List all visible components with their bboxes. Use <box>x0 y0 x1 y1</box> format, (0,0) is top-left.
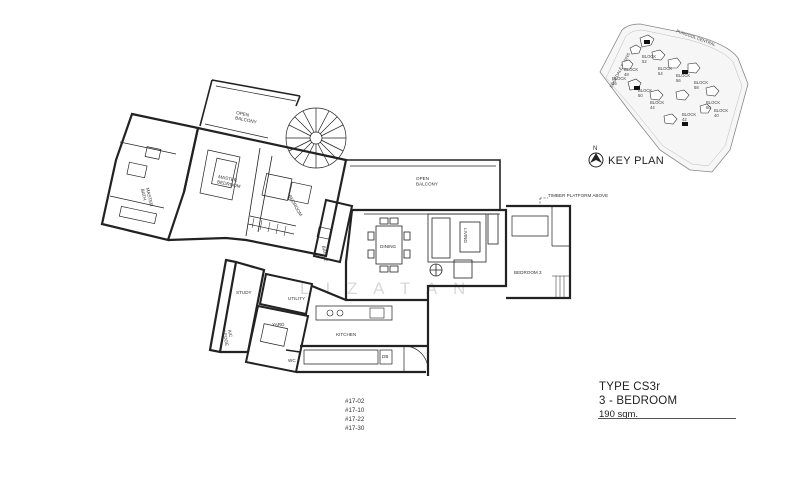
bedrooms-walls <box>167 126 348 258</box>
room-labels: OPENBALCONY MASTERBEDROOM BEDROOM MASTER… <box>140 110 608 363</box>
room-label-master-bath: MASTERBATH <box>140 187 154 209</box>
svg-text:N: N <box>593 146 597 152</box>
service-area-walls <box>208 258 266 354</box>
floor-plan <box>100 79 572 376</box>
key-plan-blocks <box>621 34 720 125</box>
unit-number: #17-22 <box>345 416 365 423</box>
unit-bedroom-count: 3 - BEDROOM <box>599 395 678 407</box>
unit-number: #17-30 <box>345 425 365 432</box>
room-label-living: LIVING <box>463 228 468 243</box>
room-label-master-bedroom: MASTERBEDROOM <box>217 174 243 189</box>
key-plan-site-outline <box>599 23 749 173</box>
room-label-wc: WC <box>288 358 296 363</box>
north-arrow-icon: N <box>588 146 604 168</box>
kitchen-walls <box>296 284 428 374</box>
room-label-db: DB <box>382 354 388 359</box>
room-label-bedroom: BEDROOM <box>287 194 303 217</box>
bedroom3-walls <box>506 204 572 300</box>
room-label-utility: UTILITY <box>288 296 305 301</box>
key-plan-title: KEY PLAN <box>608 155 664 167</box>
upper-balcony-wall <box>199 79 301 127</box>
room-label-dining: DINING <box>380 244 397 249</box>
room-label-open-balcony-upper: OPENBALCONY <box>235 110 259 125</box>
bath2-walls <box>312 198 354 264</box>
living-dining-walls <box>344 208 508 376</box>
room-label-kitchen: KITCHEN <box>336 332 356 337</box>
dining-table-icon <box>367 217 411 273</box>
utility-walls <box>258 272 314 316</box>
watermark: L I Z A T A N <box>300 279 471 298</box>
living-sofa-icon <box>427 213 499 279</box>
unit-type-title: TYPE CS3r <box>599 381 661 393</box>
divider <box>598 418 736 419</box>
room-label-study: STUDY <box>236 290 252 295</box>
timber-platform-note: TIMBER PLATFORM ABOVE <box>548 193 608 198</box>
unit-number: #17-02 <box>345 398 365 405</box>
room-label-bedroom-3: BEDROOM 3 <box>514 270 542 275</box>
unit-area: 190 sqm. <box>599 409 639 420</box>
master-bath-walls <box>100 112 200 242</box>
key-plan-highlight <box>634 40 688 126</box>
room-label-bath-2: BATH 2 <box>321 245 329 262</box>
unit-number: #17-10 <box>345 407 365 414</box>
room-label-ac-ledge: A/CLEDGE <box>222 329 235 346</box>
room-label-yard: YARD <box>272 322 285 327</box>
